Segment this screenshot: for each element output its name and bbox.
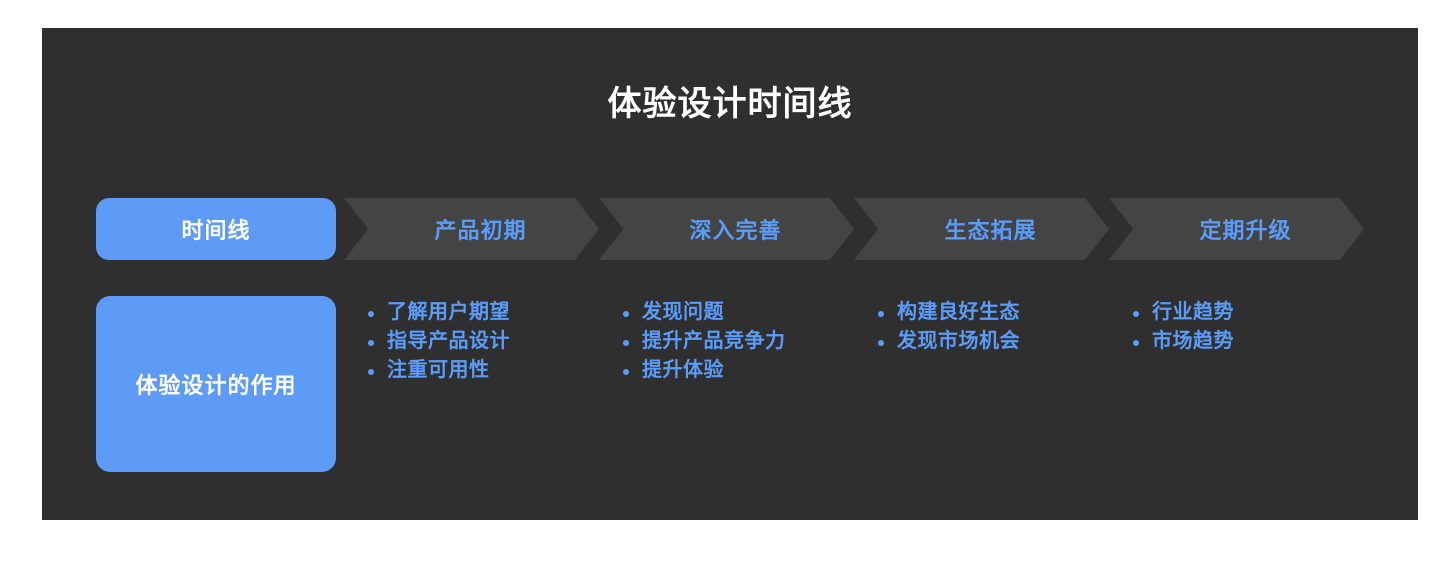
list-item: 发现市场机会: [878, 331, 1128, 351]
timeline-stage-label: 生态拓展: [944, 218, 1037, 243]
timeline-stage-label: 产品初期: [434, 218, 527, 243]
list-item-label: 了解用户期望: [387, 301, 510, 323]
bullet-dot-icon: [1133, 340, 1139, 346]
bullet-dot-icon: [368, 340, 374, 346]
list-item-label: 构建良好生态: [897, 301, 1020, 323]
timeline-stage-active[interactable]: 时间线: [96, 198, 336, 260]
bullet-column-deep-refine: 发现问题 提升产品竞争力 提升体验: [623, 302, 873, 389]
list-item: 注重可用性: [368, 360, 618, 380]
list-item-label: 指导产品设计: [387, 330, 510, 352]
bullet-dot-icon: [878, 340, 884, 346]
list-item-label: 市场趋势: [1152, 330, 1234, 352]
timeline-stage-ecosystem[interactable]: 生态拓展: [854, 198, 1109, 260]
list-item: 了解用户期望: [368, 302, 618, 322]
list-item: 指导产品设计: [368, 331, 618, 351]
timeline-stage-label: 定期升级: [1199, 218, 1292, 243]
bullet-dot-icon: [368, 311, 374, 317]
timeline-stage-regular-upgrade[interactable]: 定期升级: [1109, 198, 1364, 260]
bullet-dot-icon: [623, 311, 629, 317]
list-item: 行业趋势: [1133, 302, 1383, 322]
bullet-dot-icon: [623, 340, 629, 346]
list-item: 提升产品竞争力: [623, 331, 873, 351]
bullet-column-ecosystem: 构建良好生态 发现市场机会: [878, 302, 1128, 360]
timeline-panel: 体验设计时间线 时间线 产品初期 深入完善 生态拓展 定期升级 体验设计的作用: [42, 28, 1418, 520]
timeline-stage-label: 深入完善: [689, 218, 782, 243]
timeline-stage-label: 时间线: [181, 218, 251, 243]
list-item-label: 注重可用性: [387, 359, 490, 381]
list-item-label: 提升产品竞争力: [642, 330, 786, 352]
list-item: 提升体验: [623, 360, 873, 380]
bullet-dot-icon: [368, 369, 374, 375]
list-item-label: 发现问题: [642, 301, 724, 323]
timeline-role-row: 体验设计的作用 了解用户期望 指导产品设计 注重可用性: [42, 296, 1418, 476]
list-item-label: 提升体验: [642, 359, 724, 381]
list-item: 构建良好生态: [878, 302, 1128, 322]
bullet-column-regular-upgrade: 行业趋势 市场趋势: [1133, 302, 1383, 360]
timeline-stage-row: 时间线 产品初期 深入完善 生态拓展 定期升级: [42, 198, 1418, 260]
list-item-label: 发现市场机会: [897, 330, 1020, 352]
list-item: 市场趋势: [1133, 331, 1383, 351]
timeline-stage-product-early[interactable]: 产品初期: [344, 198, 599, 260]
bullet-column-product-early: 了解用户期望 指导产品设计 注重可用性: [368, 302, 618, 389]
bullet-dot-icon: [623, 369, 629, 375]
bullet-dot-icon: [1133, 311, 1139, 317]
role-card[interactable]: 体验设计的作用: [96, 296, 336, 472]
timeline-stage-deep-refine[interactable]: 深入完善: [599, 198, 854, 260]
role-card-label: 体验设计的作用: [135, 373, 297, 398]
list-item: 发现问题: [623, 302, 873, 322]
bullet-dot-icon: [878, 311, 884, 317]
page-title: 体验设计时间线: [607, 85, 853, 123]
list-item-label: 行业趋势: [1152, 301, 1234, 323]
